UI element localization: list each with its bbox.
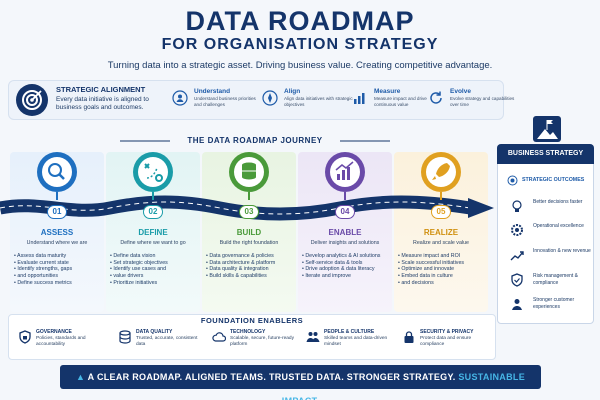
phase-realize-marker [419, 150, 463, 210]
bullet: Drive adoption & data literacy [302, 266, 380, 273]
compass-icon [262, 90, 278, 106]
bullet: Iterate and improve [302, 273, 380, 280]
phase-enable-marker [323, 150, 367, 210]
shield-icon [511, 273, 523, 287]
bullet: Develop analytics & AI solutions [302, 253, 380, 260]
phase-description: Deliver insights and solutions [310, 240, 380, 246]
people-icon [306, 332, 320, 342]
business-strategy-title: BUSINESS STRATEGY [497, 144, 594, 164]
flag-mountain-icon [533, 116, 561, 142]
bullet: value drivers [110, 273, 168, 280]
phase-bullets-build: Data governance & policies Data architec… [206, 253, 275, 280]
strategic-outcomes-label: STRATEGIC OUTCOMES [522, 177, 585, 183]
enabler-security-privacy: SECURITY & PRIVACY Protect data and ensu… [402, 329, 494, 357]
footer-triangle-icon: ▲ [75, 372, 86, 382]
bullet: Identify strengths, gaps [14, 266, 72, 273]
journey-title: THE DATA ROADMAP JOURNEY [187, 136, 323, 145]
phase-number-badge: 04 [335, 205, 355, 219]
phase-bullets-realize: Measure impact and ROI Scale successful … [398, 253, 464, 287]
phase-number-badge: 05 [431, 205, 451, 219]
roadmap-road [0, 195, 494, 221]
database-icon [119, 330, 131, 344]
phase-description: Build the right foundation [219, 240, 279, 246]
enablers-title: FOUNDATION ENABLERS [200, 316, 304, 325]
enabler-people-culture: PEOPLE & CULTURE Skilled teams and data-… [306, 329, 398, 357]
step-understand: Understand Understand business prioritie… [172, 88, 256, 116]
alignment-title: STRATEGIC ALIGNMENT [56, 85, 146, 94]
bullet: Embed data in culture [398, 273, 464, 280]
strategic-alignment-bar [8, 80, 504, 120]
bullet: Build skills & capabilities [206, 273, 275, 280]
bullet: and decisions [398, 280, 464, 287]
bullet: Scale successful initiatives [398, 260, 464, 267]
phase-bullets-enable: Develop analytics & AI solutions Self-se… [302, 253, 380, 280]
lightbulb-icon [512, 200, 522, 212]
bullet: Data quality & integration [206, 266, 275, 273]
phase-name: ASSESS [40, 228, 74, 237]
phase-number-badge: 01 [47, 205, 67, 219]
phase-description: Realize and scale value [413, 240, 469, 246]
bullet: Evaluate current state [14, 260, 72, 267]
phase-description: Understand where we are [26, 240, 88, 246]
footer-main-text: A CLEAR ROADMAP. ALIGNED TEAMS. TRUSTED … [87, 372, 456, 382]
step-evolve: Evolve Evolve strategy and capabilities … [428, 88, 514, 116]
bullet: Define data vision [110, 253, 168, 260]
page-title: DATA ROADMAP [185, 6, 415, 36]
phase-name: BUILD [236, 228, 262, 237]
gear-icon [511, 224, 523, 236]
outcome-item: Risk management & compliance [533, 273, 579, 286]
phase-number-badge: 02 [143, 205, 163, 219]
bar-chart-icon [354, 93, 365, 104]
bullet: Define success metrics [14, 280, 72, 287]
bullet: Set strategic objectives [110, 260, 167, 267]
target-icon [507, 175, 518, 186]
users-icon [512, 299, 522, 310]
footer-slogan: ▲ A CLEAR ROADMAP. ALIGNED TEAMS. TRUSTE… [60, 365, 541, 400]
phase-build-marker [227, 150, 271, 210]
phase-name: DEFINE [138, 228, 168, 237]
people-icon [172, 90, 188, 106]
bullet: Measure impact and ROI [398, 253, 464, 260]
phase-description: Define where we want to go [120, 240, 186, 246]
footer-accent-text: SUSTAINABLE IMPACT. [282, 372, 525, 400]
alignment-text: Every data initiative is aligned to busi… [56, 96, 149, 111]
enabler-governance: GOVERNANCE Policies, standards and accou… [18, 329, 110, 357]
bullet: Data architecture & platform [206, 260, 275, 267]
enabler-technology: TECHNOLOGY Scalable, secure, future-read… [212, 329, 304, 357]
outcome-item: Stronger customer experiences [533, 297, 575, 310]
cloud-icon [212, 332, 226, 342]
phase-define-marker [131, 150, 175, 210]
page-subtitle: FOR ORGANISATION STRATEGY [161, 36, 439, 53]
bullet: Data governance & policies [206, 253, 275, 260]
lock-icon [404, 331, 414, 343]
outcome-item: Innovation & new revenue [533, 248, 591, 254]
refresh-icon [430, 91, 442, 104]
phase-bullets-assess: Assess data maturity Evaluate current st… [14, 253, 72, 287]
bullet: Prioritize initiatives [110, 280, 168, 287]
enabler-data-quality: DATA QUALITY Trusted, accurate, consiste… [118, 329, 210, 357]
bullet: Self-service data & tools [302, 260, 380, 267]
bullet: and opportunities [14, 273, 72, 280]
footer-banner [60, 365, 541, 389]
foundation-enablers-panel [8, 314, 496, 360]
shield-icon [19, 330, 31, 344]
bullet: Optimize and innovate [398, 266, 464, 273]
phase-name: REALIZE [423, 228, 459, 237]
phase-number-badge: 03 [239, 205, 259, 219]
step-measure: Measure Measure impact and drive continu… [352, 88, 427, 116]
outcome-item: Operational excellence [533, 223, 584, 229]
phase-bullets-define: Define data vision Set strategic objecti… [110, 253, 168, 287]
phase-name: ENABLE [328, 228, 362, 237]
outcome-item: Better decisions faster [533, 199, 583, 205]
journey-title-rule [120, 140, 390, 142]
tagline: Turning data into a strategic asset. Dri… [107, 60, 493, 71]
growth-chart-icon [510, 251, 524, 261]
bullet: Identify use cases and [110, 266, 168, 273]
bullet: Assess data maturity [14, 253, 72, 260]
step-align: Align Align data initiatives with strate… [262, 88, 353, 116]
phase-assess-marker [35, 150, 79, 210]
target-icon [16, 84, 48, 116]
